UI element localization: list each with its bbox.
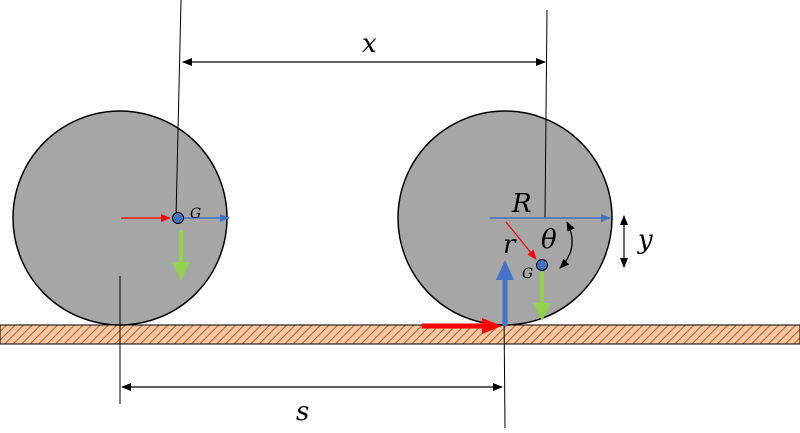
right-vertical-line <box>544 9 548 219</box>
right-g-label: G <box>522 266 533 282</box>
r-small-label: r <box>503 230 517 260</box>
right-contact-line <box>503 311 506 429</box>
right-center-dot <box>536 259 548 271</box>
normal-force-head <box>496 260 514 280</box>
r-vector <box>505 221 537 260</box>
left-vertical-line <box>175 0 182 219</box>
ground <box>0 324 800 345</box>
r-big-label: R <box>511 189 532 219</box>
left-green-weight-head <box>172 262 190 281</box>
s-label: s <box>296 397 309 427</box>
y-label: y <box>637 225 653 255</box>
theta-label: θ <box>541 225 557 255</box>
left-center-dot <box>172 212 184 224</box>
theta-arc <box>559 221 575 269</box>
right-green-weight-head <box>533 303 551 321</box>
friction-force-head <box>482 318 502 334</box>
x-label: x <box>362 29 377 59</box>
left-g-label: G <box>190 206 201 222</box>
